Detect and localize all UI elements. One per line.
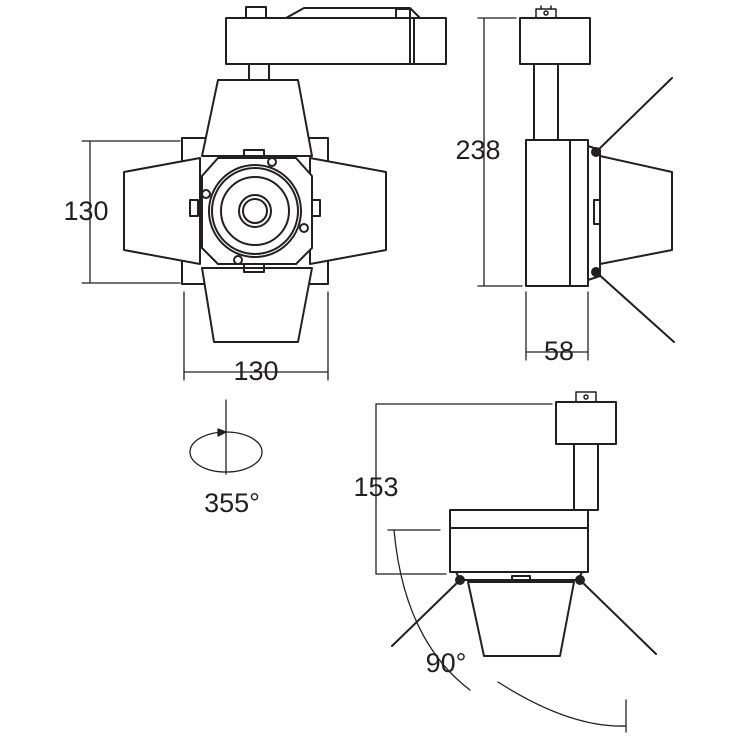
rotation-symbol bbox=[189, 399, 263, 475]
front-track-adapter bbox=[225, 6, 447, 65]
tilt-dimensions bbox=[375, 403, 553, 575]
side-track-adapter bbox=[519, 17, 591, 65]
barn-door-right bbox=[309, 157, 387, 265]
tilt-view: 153 90° bbox=[353, 391, 657, 733]
side-view: 238 58 bbox=[455, 5, 675, 366]
side-dimensions bbox=[477, 17, 589, 361]
side-lower-leaf bbox=[595, 271, 675, 343]
barn-door-bottom bbox=[201, 267, 313, 343]
front-lens bbox=[201, 157, 313, 265]
tilt-stem bbox=[573, 443, 599, 511]
tilt-angle-label: 90° bbox=[426, 648, 467, 678]
tilt-height-label: 153 bbox=[353, 472, 398, 502]
tilt-left-leaf bbox=[391, 579, 461, 647]
side-stem bbox=[533, 63, 559, 141]
side-depth-label: 58 bbox=[544, 336, 574, 366]
barn-door-top bbox=[201, 79, 313, 157]
side-adapter-clip bbox=[535, 5, 557, 19]
barn-door-left bbox=[123, 157, 201, 265]
tilt-adapter-clip bbox=[575, 391, 597, 403]
tilt-barn-door bbox=[467, 581, 575, 657]
front-barn-doors bbox=[123, 79, 387, 343]
front-dimensions bbox=[81, 140, 329, 381]
tilt-track-adapter bbox=[555, 401, 617, 445]
front-width-label: 130 bbox=[233, 356, 278, 386]
tilt-right-leaf bbox=[579, 579, 657, 655]
side-body bbox=[525, 139, 589, 287]
rotation-label: 355° bbox=[204, 488, 260, 518]
side-barn-door bbox=[599, 155, 673, 265]
tilt-arc bbox=[393, 529, 471, 691]
tilt-body bbox=[449, 509, 589, 573]
side-height-label: 238 bbox=[455, 135, 500, 165]
tilt-arc-lower bbox=[497, 681, 627, 727]
front-stem bbox=[248, 63, 270, 81]
side-upper-leaf bbox=[595, 77, 673, 153]
rotation-arrow-icon bbox=[217, 428, 227, 437]
front-view: 130 130 bbox=[63, 6, 447, 386]
front-height-label: 130 bbox=[63, 196, 108, 226]
